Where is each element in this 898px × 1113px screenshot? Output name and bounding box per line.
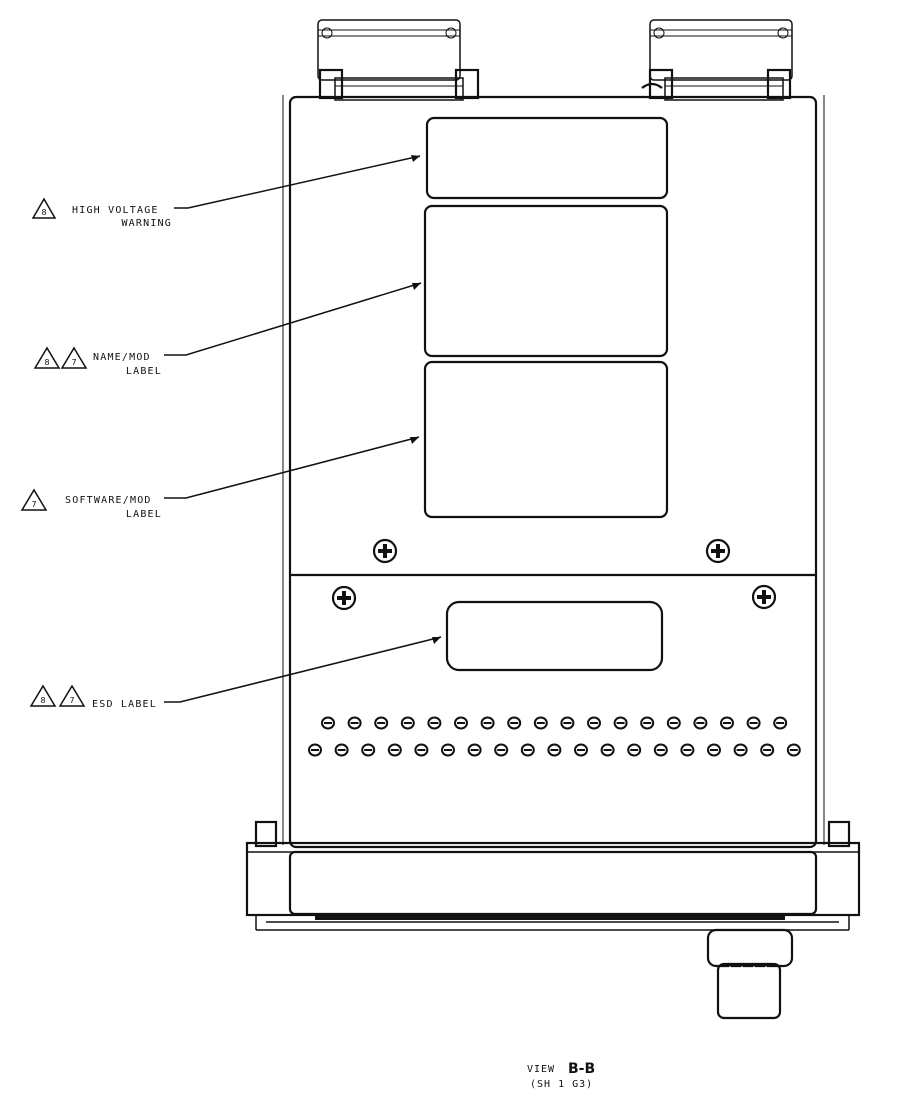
view-sheet-ref: (SH 1 G3) — [530, 1079, 593, 1090]
rotary-knob — [708, 930, 792, 1018]
svg-text:8: 8 — [40, 696, 45, 705]
top-right-connector — [642, 20, 792, 100]
note-triangle-icon: 8 — [35, 348, 59, 368]
screw-icon — [753, 586, 775, 608]
svg-text:7: 7 — [71, 358, 76, 367]
note-triangle-icon: 7 — [62, 348, 86, 368]
svg-text:8: 8 — [41, 208, 46, 217]
top-left-connector — [318, 20, 478, 100]
svg-text:7: 7 — [69, 696, 74, 705]
callout-high-voltage: 8 HIGH VOLTAGE WARNING — [33, 155, 420, 229]
name-mod-label-line2: LABEL — [126, 366, 162, 377]
esd-label: ESD LABEL — [92, 699, 157, 710]
front-panel — [247, 822, 859, 930]
screw-icon — [333, 587, 355, 609]
high-voltage-label-line2: WARNING — [121, 218, 172, 229]
view-prefix: VIEW — [527, 1064, 555, 1075]
screw-icon — [374, 540, 396, 562]
vent-hole-array — [309, 718, 800, 756]
callout-name-mod: 8 7 NAME/MOD LABEL — [35, 283, 421, 377]
esd-label-area — [447, 602, 662, 670]
svg-text:7: 7 — [31, 500, 36, 509]
screw-icon — [707, 540, 729, 562]
svg-text:8: 8 — [44, 358, 49, 367]
high-voltage-label: HIGH VOLTAGE — [72, 205, 159, 216]
note-triangle-icon: 7 — [22, 490, 46, 510]
name-mod-label: NAME/MOD — [93, 352, 151, 363]
unit-housing — [283, 95, 824, 847]
high-voltage-label-area — [427, 118, 667, 198]
note-triangle-icon: 7 — [60, 686, 84, 706]
view-id: B-B — [568, 1061, 595, 1077]
software-mod-label-line2: LABEL — [126, 509, 162, 520]
software-mod-label: SOFTWARE/MOD — [65, 495, 152, 506]
software-mod-label-area — [425, 362, 667, 517]
callout-esd: 8 7 ESD LABEL — [31, 637, 441, 710]
name-mod-label-area — [425, 206, 667, 356]
callout-software-mod: 7 SOFTWARE/MOD LABEL — [22, 437, 419, 520]
note-triangle-icon: 8 — [33, 199, 55, 218]
view-title: VIEW B-B (SH 1 G3) — [527, 1061, 595, 1090]
note-triangle-icon: 8 — [31, 686, 55, 706]
